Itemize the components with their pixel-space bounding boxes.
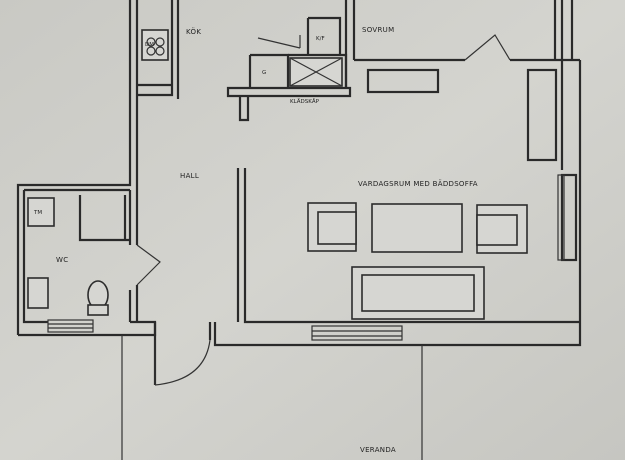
label-sovrum: SOVRUM [362, 26, 394, 34]
label-tvatt: TM [33, 210, 42, 216]
label-klader: KLÄDSKÅP [290, 98, 320, 105]
veranda-outline [121, 335, 423, 460]
stove [141, 29, 169, 61]
sofa-bed [351, 266, 485, 320]
label-kyl-frys: K/F [316, 36, 325, 42]
room-labels: KÖK SOVRUM HALL VARDAGSRUM MED BÄDDSOFFA… [33, 26, 478, 454]
label-hall: HALL [180, 172, 199, 180]
sofa-left [307, 202, 357, 252]
doors [136, 34, 511, 386]
windows [47, 174, 565, 341]
coffee-table [371, 203, 463, 253]
sink [27, 277, 49, 309]
walls [16, 0, 582, 385]
closet-cross [289, 57, 343, 87]
label-wc: WC [56, 256, 68, 264]
label-vardagsrum: VARDAGSRUM MED BÄDDSOFFA [358, 179, 478, 188]
toilet [87, 280, 109, 316]
label-disk: DM [145, 42, 154, 48]
label-veranda: VERANDA [360, 446, 396, 454]
label-kok: KÖK [186, 27, 201, 36]
label-garderob: G [262, 70, 266, 76]
furniture [27, 29, 528, 320]
washer [27, 197, 55, 227]
armchair-right [476, 204, 528, 254]
